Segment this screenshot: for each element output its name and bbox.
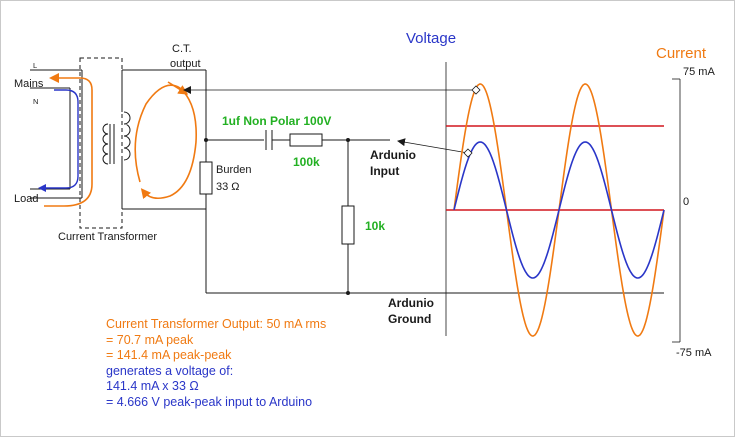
burden-resistor bbox=[199, 161, 213, 195]
resistor-10k-label: 10k bbox=[365, 219, 385, 233]
primary-current-path-orange bbox=[44, 73, 93, 207]
note-line-3: = 141.4 mA peak-peak bbox=[106, 348, 232, 363]
secondary-current-loop bbox=[134, 84, 197, 200]
burden-label-line2: 33 Ω bbox=[216, 181, 240, 193]
ct-output-label-line1: C.T. bbox=[172, 43, 192, 55]
voltage-waveform bbox=[453, 141, 665, 279]
arduino-input-pointer bbox=[397, 138, 469, 154]
ct-core bbox=[102, 111, 131, 165]
arduino-input-label-line2: Input bbox=[370, 164, 399, 178]
mains-label: Mains bbox=[14, 78, 44, 90]
mains-wiring bbox=[30, 69, 83, 199]
signal-path bbox=[206, 130, 664, 294]
voltage-title: Voltage bbox=[406, 30, 456, 47]
min-current-label: -75 mA bbox=[676, 347, 712, 359]
note-line-2: = 70.7 mA peak bbox=[106, 332, 194, 347]
current-transformer-label: Current Transformer bbox=[58, 231, 157, 243]
ct-secondary-box bbox=[121, 69, 207, 293]
secondary-current-arrow-top bbox=[167, 81, 189, 95]
line-l-label: L bbox=[33, 61, 37, 70]
zero-label: 0 bbox=[683, 196, 689, 208]
ct-output-label-line2: output bbox=[170, 58, 201, 70]
note-line-5: 141.4 mA x 33 Ω bbox=[106, 379, 199, 394]
max-current-label: 75 mA bbox=[683, 66, 715, 78]
arduino-input-label-line1: Ardunio bbox=[370, 148, 416, 162]
load-label: Load bbox=[14, 193, 38, 205]
resistor-100k-label: 100k bbox=[293, 155, 320, 169]
junction-dot-burden bbox=[204, 138, 208, 142]
current-transformer-boundary bbox=[79, 57, 123, 229]
junction-dot-top bbox=[346, 138, 350, 142]
current-title: Current bbox=[656, 45, 707, 62]
junction-dot-bottom bbox=[346, 291, 350, 295]
line-n-label: N bbox=[33, 97, 38, 106]
primary-current-path-blue bbox=[38, 89, 79, 192]
note-line-4: generates a voltage of: bbox=[106, 363, 234, 378]
arduino-ground-label-line1: Ardunio bbox=[388, 296, 434, 310]
note-line-6: = 4.666 V peak-peak input to Arduino bbox=[106, 394, 313, 409]
note-line-1: Current Transformer Output: 50 mA rms bbox=[106, 317, 327, 331]
resistor-100k bbox=[289, 133, 323, 147]
waveform-axes bbox=[445, 62, 681, 343]
resistor-10k bbox=[341, 205, 355, 245]
arduino-input-marker bbox=[463, 148, 473, 158]
ct-output-marker bbox=[471, 85, 481, 95]
capacitor-label: 1uf Non Polar 100V bbox=[222, 114, 331, 128]
calculation-notes: Current Transformer Output: 50 mA rms = … bbox=[106, 317, 326, 411]
arduino-ground-label-line2: Ground bbox=[388, 312, 431, 326]
burden-label-line1: Burden bbox=[216, 164, 251, 176]
